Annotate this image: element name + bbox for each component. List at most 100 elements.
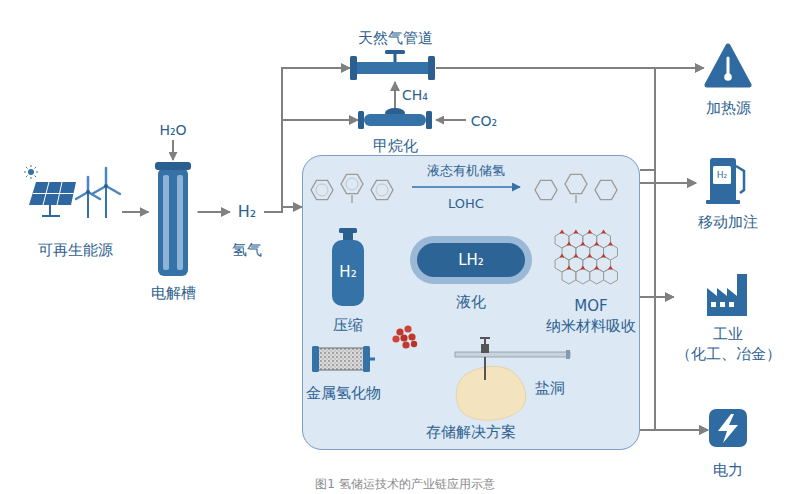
lattice-node bbox=[587, 230, 592, 234]
node-label: 液态有机储氢 bbox=[427, 163, 505, 179]
node-label: 可再生能源 bbox=[38, 241, 113, 259]
flow-arrow bbox=[640, 182, 696, 184]
node-label: 压缩 bbox=[333, 316, 363, 334]
node-label: 甲烷化 bbox=[373, 137, 418, 155]
metal-hydride-icon bbox=[312, 346, 375, 372]
heating-icon bbox=[707, 46, 749, 85]
node-label: MOF bbox=[574, 297, 607, 315]
renewable-icon bbox=[33, 182, 74, 205]
gas-cylinder-icon bbox=[332, 228, 364, 306]
ring-bond bbox=[371, 180, 393, 199]
gas-pipe-icon bbox=[428, 56, 435, 80]
edge-label: CH₄ bbox=[402, 87, 428, 104]
node-label: LOHC bbox=[448, 196, 484, 212]
gas-pipe-icon bbox=[394, 53, 397, 62]
renewable-icon bbox=[86, 190, 90, 194]
fuel-pump-icon bbox=[710, 158, 736, 202]
flow-arrow bbox=[640, 429, 708, 431]
renewable-icon bbox=[24, 165, 38, 179]
flow-arrow bbox=[264, 207, 302, 212]
node-label: 天然气管道 bbox=[358, 29, 433, 47]
chemical-label: CO₂ bbox=[471, 113, 497, 130]
flow-arrow bbox=[198, 211, 231, 213]
renewable-icon bbox=[104, 184, 108, 188]
lattice-node bbox=[608, 266, 613, 270]
fuel-pump-icon bbox=[706, 200, 740, 204]
ring-bond bbox=[535, 180, 557, 199]
node-label: LH₂ bbox=[458, 251, 484, 269]
lattice-cell bbox=[590, 268, 604, 284]
lattice-node bbox=[594, 242, 599, 246]
icon-node: 工业 （化工、冶金） bbox=[674, 272, 783, 364]
salt-cavern-icon bbox=[455, 338, 570, 420]
methanation-icon bbox=[358, 108, 466, 129]
metal-hydride-icon bbox=[318, 348, 364, 370]
metal-hydride-icon bbox=[312, 346, 319, 372]
electrolyzer-icon bbox=[163, 175, 169, 270]
metal-hydride-icon bbox=[363, 346, 370, 372]
ring-bond bbox=[595, 180, 617, 199]
flow-arrow bbox=[122, 211, 149, 213]
heating-icon bbox=[727, 58, 730, 74]
renewable-icon bbox=[29, 182, 76, 205]
particle-cluster bbox=[396, 328, 403, 335]
gas-cylinder-icon bbox=[332, 240, 364, 306]
lattice-node bbox=[594, 266, 599, 270]
node-label: 移动加注 bbox=[698, 213, 758, 231]
particle-cluster bbox=[408, 333, 415, 340]
node-label: （化工、冶金） bbox=[676, 345, 781, 363]
lattice-node bbox=[566, 266, 571, 270]
storage-panel: 存储解决方案液态有机储氢 LOHC H₂ 压缩 LH₂液化MOF纳米材料吸收金属氢化物 盐… bbox=[302, 155, 640, 450]
gas-cylinder-icon bbox=[343, 232, 353, 241]
icon-node: 金属氢化物 bbox=[304, 345, 383, 403]
lattice-node bbox=[573, 230, 578, 234]
gas-pipe-icon bbox=[350, 50, 435, 80]
electrolyzer-icon bbox=[155, 162, 191, 170]
particle-cluster bbox=[400, 334, 407, 341]
lattice-cell bbox=[562, 268, 576, 284]
lattice-node bbox=[573, 254, 578, 258]
flow-arrow bbox=[640, 296, 674, 298]
node-label: H₂ bbox=[339, 263, 356, 281]
lattice-node bbox=[587, 254, 592, 258]
factory-icon bbox=[711, 302, 716, 307]
salt-cavern-icon bbox=[456, 366, 526, 420]
renewable-icon bbox=[105, 186, 107, 218]
fuel-pump-icon bbox=[706, 158, 744, 204]
icon-node: H₂移动加注 bbox=[696, 156, 760, 232]
renewable-icon bbox=[76, 177, 100, 199]
panel-title: 存储解决方案 bbox=[426, 423, 516, 441]
icon-node: 甲烷化 bbox=[358, 108, 432, 156]
node-label: 金属氢化物 bbox=[306, 384, 381, 402]
node-label: 工业 bbox=[713, 325, 743, 343]
aromatic-ring bbox=[316, 184, 328, 196]
electrolyzer-icon bbox=[177, 175, 183, 270]
figure-caption: 图1 氢储运技术的产业链应用示意 bbox=[315, 477, 494, 491]
icon-node: MOF纳米材料吸收 bbox=[544, 230, 638, 336]
icon-node: 加热源 bbox=[704, 42, 753, 118]
flow-arrow bbox=[436, 68, 674, 297]
metal-hydride-icon bbox=[370, 358, 375, 361]
fuel-pump-icon bbox=[713, 166, 731, 184]
node-label: 盐洞 bbox=[535, 379, 565, 397]
methanation-icon bbox=[364, 114, 426, 126]
salt-cavern-icon bbox=[481, 344, 489, 353]
electrolyzer-icon bbox=[172, 140, 174, 160]
aromatic-ring bbox=[346, 178, 358, 190]
icon-node: LH₂液化 bbox=[410, 236, 532, 312]
fuel-pump-icon bbox=[736, 166, 744, 193]
ring-bond bbox=[341, 174, 363, 193]
liquid-tank-icon bbox=[410, 236, 532, 284]
methyl-bond bbox=[351, 195, 352, 203]
icon-node: 可再生能源 bbox=[25, 165, 122, 260]
flow-arrow bbox=[264, 120, 358, 212]
icon-node: 液态有机储氢 LOHC bbox=[308, 162, 642, 213]
factory-icon bbox=[707, 274, 747, 316]
node-label: H₂ bbox=[238, 202, 256, 221]
factory-icon bbox=[720, 302, 725, 307]
lattice-node bbox=[580, 266, 585, 270]
icon-node: 天然气管道 bbox=[350, 28, 436, 82]
renewable-icon bbox=[42, 205, 60, 216]
